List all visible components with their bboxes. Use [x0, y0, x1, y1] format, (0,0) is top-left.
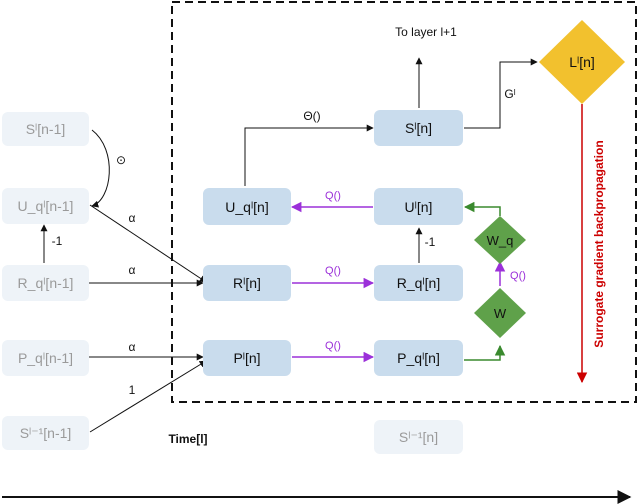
- node-r-cur: Rˡ[n]: [203, 265, 291, 301]
- label-time: Time[l]: [168, 432, 207, 446]
- label-theta: Θ(): [303, 109, 320, 123]
- label-q-u: Q(): [325, 190, 341, 202]
- node-p-cur: Pˡ[n]: [203, 340, 291, 376]
- edge-wq-to-u-cur: [463, 201, 501, 216]
- node-uq-cur: U_qˡ[n]: [203, 188, 291, 225]
- label-alpha-pq: α: [129, 340, 136, 354]
- label-minus-one-left: -1: [52, 234, 63, 248]
- svg-text:P_qˡ[n-1]: P_qˡ[n-1]: [18, 350, 73, 366]
- node-s-prev: Sˡ[n-1]: [2, 112, 89, 146]
- node-uq-prev: U_qˡ[n-1]: [2, 188, 89, 224]
- svg-text:Sˡ⁻¹[n-1]: Sˡ⁻¹[n-1]: [20, 425, 72, 441]
- svg-text:Lˡ[n]: Lˡ[n]: [569, 54, 595, 70]
- svg-text:Uˡ[n]: Uˡ[n]: [405, 199, 433, 215]
- edge-sl1-prev-to-p-cur: [89, 360, 207, 433]
- label-alpha-rq: α: [129, 263, 136, 277]
- label-g: Gˡ: [504, 87, 515, 101]
- svg-text:U_qˡ[n-1]: U_qˡ[n-1]: [18, 198, 74, 214]
- node-s-lminus1-cur: Sˡ⁻¹[n]: [374, 420, 463, 454]
- svg-text:R_qˡ[n]: R_qˡ[n]: [397, 275, 440, 291]
- node-u-cur: Uˡ[n]: [374, 188, 463, 225]
- node-loss-diamond: Lˡ[n]: [539, 20, 625, 104]
- svg-text:P_qˡ[n]: P_qˡ[n]: [397, 350, 440, 366]
- label-minus-one-right: -1: [425, 235, 436, 249]
- label-surrogate: Surrogate gradient backpropagation: [592, 140, 606, 347]
- layer-boundary: [171, 1, 637, 403]
- svg-text:Rˡ[n]: Rˡ[n]: [233, 275, 261, 291]
- node-pq-prev: P_qˡ[n-1]: [2, 340, 89, 376]
- svg-text:Sˡ[n]: Sˡ[n]: [405, 120, 432, 136]
- edge-uq-cur-to-s-cur: [244, 124, 374, 186]
- node-s-cur: Sˡ[n]: [374, 110, 463, 146]
- label-q-w: Q(): [510, 270, 526, 282]
- node-wq-diamond: W_q: [474, 216, 526, 264]
- node-rq-prev: R_qˡ[n-1]: [2, 265, 89, 301]
- svg-text:R_qˡ[n-1]: R_qˡ[n-1]: [18, 275, 74, 291]
- label-alpha-uq: α: [129, 211, 136, 225]
- svg-text:Sˡ[n-1]: Sˡ[n-1]: [26, 121, 66, 137]
- node-w-diamond: W: [474, 288, 526, 338]
- node-pq-cur: P_qˡ[n]: [374, 340, 463, 376]
- label-q-p: Q(): [325, 340, 341, 352]
- label-q-r: Q(): [325, 265, 341, 277]
- svg-text:W: W: [494, 306, 507, 321]
- edge-pq-cur-to-w: [464, 344, 506, 361]
- svg-text:W_q: W_q: [487, 233, 514, 248]
- svg-text:U_qˡ[n]: U_qˡ[n]: [225, 199, 268, 215]
- label-to-layer: To layer l+1: [395, 25, 457, 39]
- svg-text:Sˡ⁻¹[n]: Sˡ⁻¹[n]: [399, 429, 438, 445]
- node-s-lminus1-prev: Sˡ⁻¹[n-1]: [2, 416, 89, 450]
- edge-s-prev-to-uq-prev: [91, 129, 110, 208]
- svg-text:Pˡ[n]: Pˡ[n]: [233, 350, 260, 366]
- label-one: 1: [129, 383, 136, 397]
- label-odot: ⊙: [116, 153, 126, 167]
- edge-uq-prev-to-r-cur: [89, 204, 207, 283]
- edge-s-cur-to-loss: [464, 58, 538, 129]
- node-rq-cur: R_qˡ[n]: [374, 265, 463, 301]
